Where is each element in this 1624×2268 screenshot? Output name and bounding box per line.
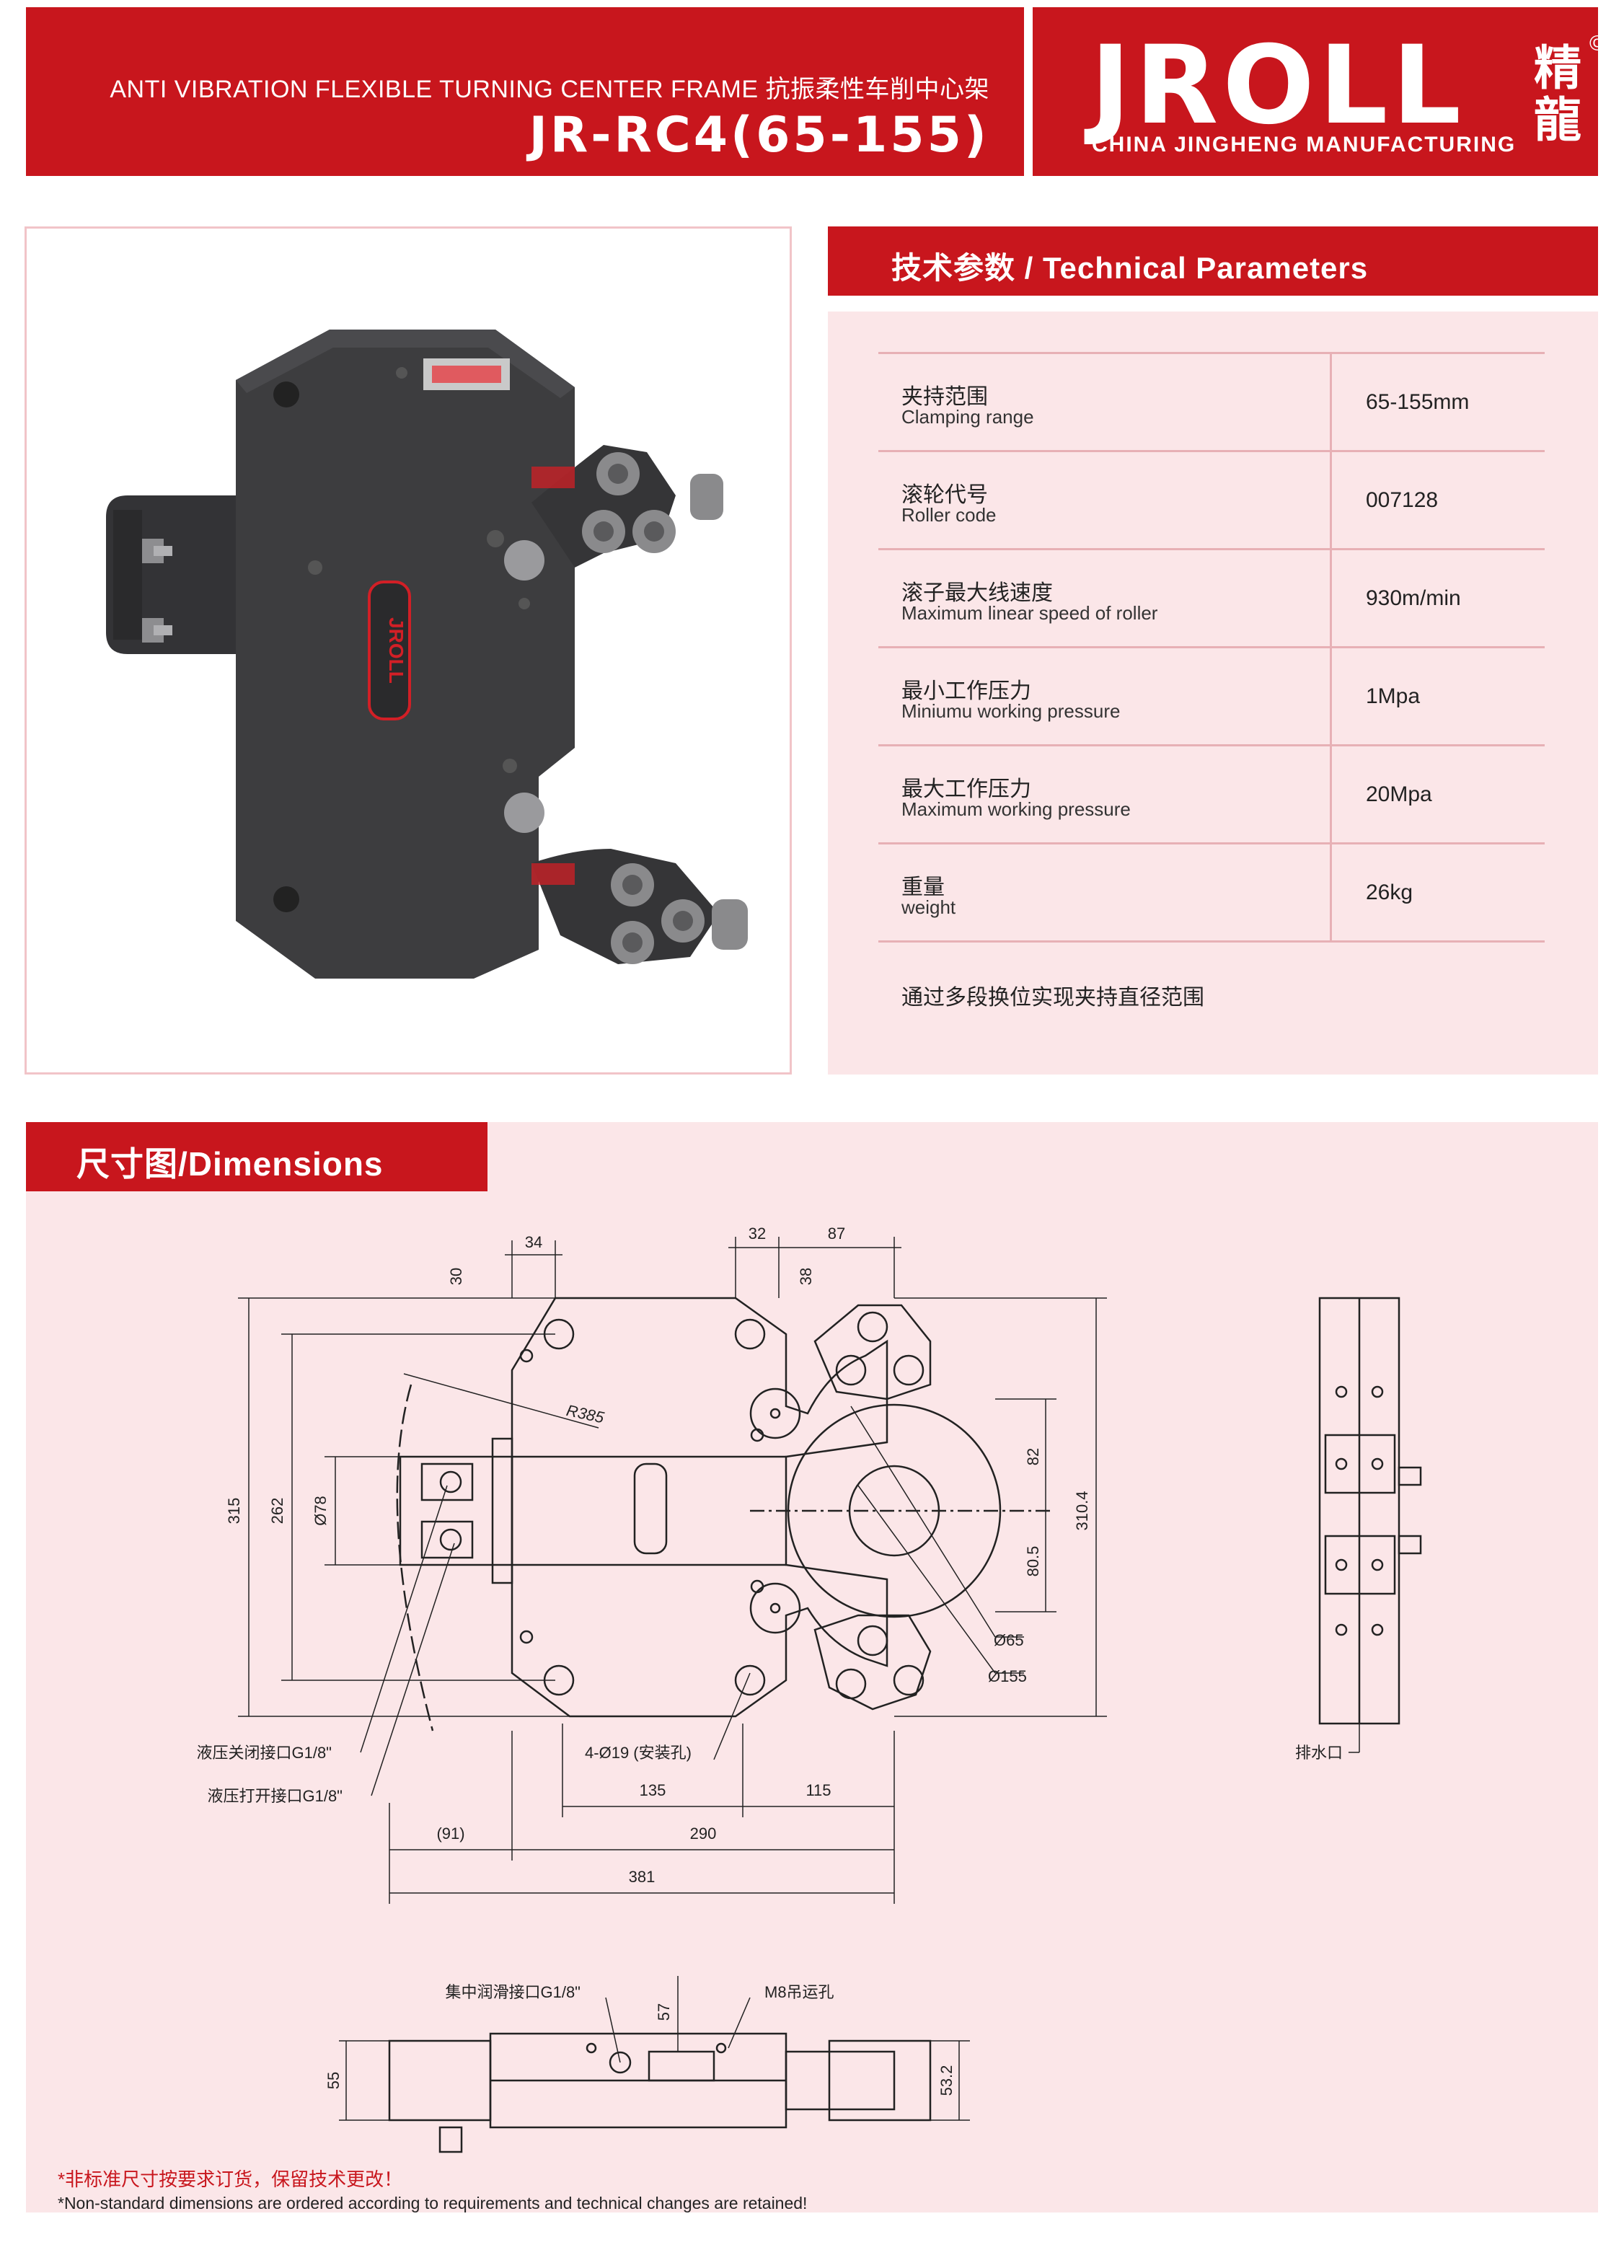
dim-381: 381 xyxy=(629,1868,656,1886)
label-mount-holes: 4-Ø19 (安装孔) xyxy=(585,1744,692,1762)
param-value: 930m/min xyxy=(1366,586,1461,610)
param-name-cn: 最小工作压力 xyxy=(901,679,1031,703)
dim-91: (91) xyxy=(436,1824,464,1843)
dim-30: 30 xyxy=(447,1268,465,1285)
param-value: 65-155mm xyxy=(1366,390,1470,414)
dim-65: Ø65 xyxy=(994,1631,1024,1649)
footnote-en: *Non-standard dimensions are ordered acc… xyxy=(58,2194,808,2212)
dim-290: 290 xyxy=(690,1824,717,1843)
param-name-en: Maximum working pressure xyxy=(901,798,1131,820)
copyright-mark: © xyxy=(1589,32,1606,56)
dim-53-2: 53.2 xyxy=(937,2065,956,2096)
dim-310-4: 310.4 xyxy=(1073,1491,1091,1530)
product-render: JROLL xyxy=(106,330,748,979)
param-name-cn: 重量 xyxy=(901,875,945,899)
param-row: 滚轮代号 Roller code 007128 xyxy=(878,450,1545,548)
param-name-en: Maximum linear speed of roller xyxy=(901,602,1158,624)
dim-115: 115 xyxy=(806,1781,831,1799)
dim-82: 82 xyxy=(1024,1448,1042,1465)
dim-155: Ø155 xyxy=(988,1667,1027,1685)
label-lube-port: 集中润滑接口G1/8" xyxy=(445,1983,581,2001)
params-title: 技术参数 / Technical Parameters xyxy=(891,251,1369,285)
param-row: 夹持范围 Clamping range 65-155mm xyxy=(878,352,1545,450)
header: ANTI VIBRATION FLEXIBLE TURNING CENTER F… xyxy=(26,7,1605,176)
param-name-cn: 滚子最大线速度 xyxy=(901,581,1053,605)
product-image-panel: JROLL xyxy=(25,226,792,1075)
param-name-en: Miniumu working pressure xyxy=(901,700,1121,722)
product-subtitle: ANTI VIBRATION FLEXIBLE TURNING CENTER F… xyxy=(110,76,989,103)
dim-135: 135 xyxy=(640,1781,666,1799)
label-open-port: 液压打开接口G1/8" xyxy=(207,1787,343,1805)
param-name-cn: 夹持范围 xyxy=(901,385,988,409)
footnote-cn: *非标准尺寸按要求订货，保留技术更改！ xyxy=(58,2168,403,2190)
dim-78: Ø78 xyxy=(312,1496,330,1526)
dimensions-title: 尺寸图/Dimensions xyxy=(76,1145,384,1183)
param-name-cn: 滚轮代号 xyxy=(901,483,988,507)
plate-logo: JROLL xyxy=(385,617,407,684)
dim-55: 55 xyxy=(325,2072,343,2089)
params-panel: 夹持范围 Clamping range 65-155mm 滚轮代号 Roller… xyxy=(828,312,1598,1075)
brand-logo: JROLL xyxy=(1090,23,1465,149)
params-title-bar: 技术参数 / Technical Parameters xyxy=(828,226,1598,296)
dim-57: 57 xyxy=(655,2003,673,2021)
param-name-en: Roller code xyxy=(901,504,997,526)
param-value: 1Mpa xyxy=(1366,684,1421,708)
dim-87: 87 xyxy=(828,1225,845,1243)
param-name-en: Clamping range xyxy=(901,406,1034,428)
dim-38: 38 xyxy=(797,1268,815,1285)
param-name-en: weight xyxy=(901,896,956,918)
brand-logo-bar: JROLL 精 龍 © CHINA JINGHENG MANUFACTURING xyxy=(1033,7,1605,176)
param-value: 20Mpa xyxy=(1366,782,1432,806)
dim-262: 262 xyxy=(268,1498,286,1524)
dim-315: 315 xyxy=(225,1498,243,1524)
param-value: 007128 xyxy=(1366,488,1439,512)
param-name-cn: 最大工作压力 xyxy=(901,777,1031,801)
dim-34: 34 xyxy=(525,1233,542,1251)
label-lift-hole: M8吊运孔 xyxy=(764,1983,834,2001)
company-name: CHINA JINGHENG MANUFACTURING xyxy=(1092,133,1517,156)
params-table: 夹持范围 Clamping range 65-155mm 滚轮代号 Roller… xyxy=(878,352,1545,943)
label-close-port: 液压关闭接口G1/8" xyxy=(196,1744,332,1762)
header-title-bar: ANTI VIBRATION FLEXIBLE TURNING CENTER F… xyxy=(26,7,1024,176)
brand-logo-cn: 精 龍 xyxy=(1534,40,1581,148)
product-model: JR-RC4(65-155) xyxy=(529,107,989,164)
param-row: 最小工作压力 Miniumu working pressure 1Mpa xyxy=(878,646,1545,744)
dimensions-title-bar: 尺寸图/Dimensions xyxy=(26,1122,487,1191)
param-row: 最大工作压力 Maximum working pressure 20Mpa xyxy=(878,744,1545,842)
label-drain: 排水口 xyxy=(1295,1744,1343,1762)
param-row: 重量 weight 26kg xyxy=(878,842,1545,943)
dim-80-5: 80.5 xyxy=(1024,1546,1042,1577)
param-row: 滚子最大线速度 Maximum linear speed of roller 9… xyxy=(878,548,1545,646)
dim-32: 32 xyxy=(749,1225,766,1243)
param-value: 26kg xyxy=(1366,881,1413,904)
params-note: 通过多段换位实现夹持直径范围 xyxy=(901,986,1204,1010)
dim-r385: R385 xyxy=(565,1401,606,1427)
dimensions-panel: 尺寸图/Dimensions xyxy=(26,1122,1598,2212)
